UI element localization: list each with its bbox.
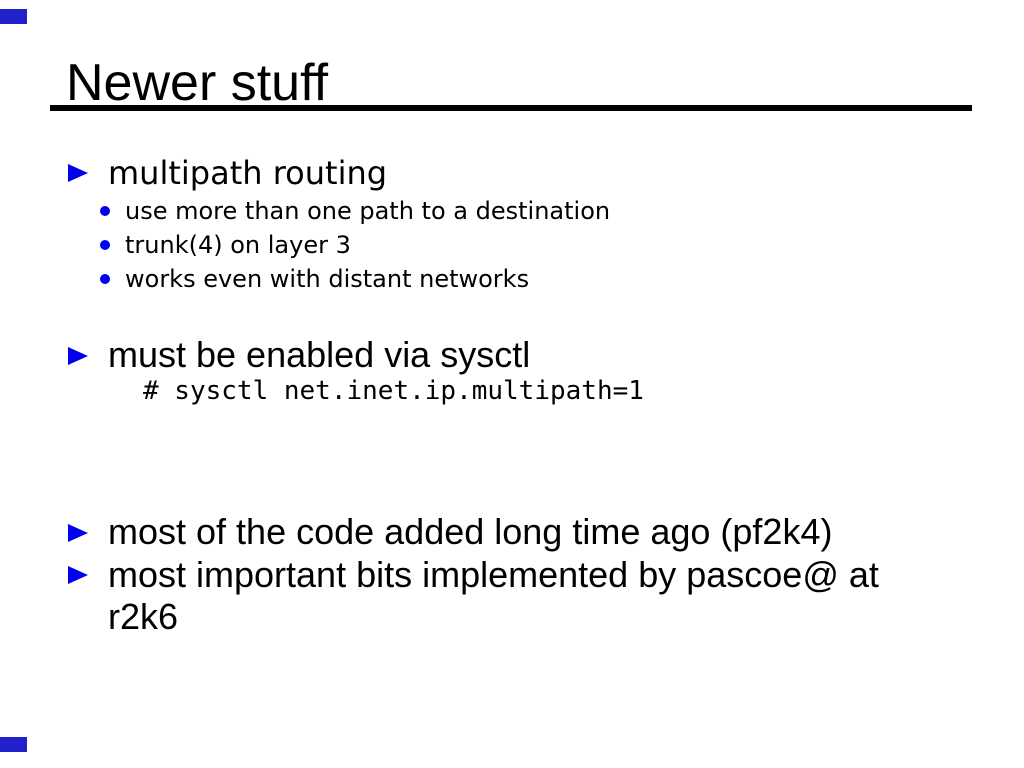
corner-mark-top <box>0 9 27 24</box>
bullet-item-credits: most important bits implemented by pasco… <box>68 554 938 638</box>
bullet-item-code-history: most of the code added long time ago (pf… <box>68 512 832 552</box>
circle-bullet-icon <box>100 206 110 216</box>
sub-bullet-label: works even with distant networks <box>125 265 530 293</box>
corner-mark-bottom <box>0 737 27 752</box>
triangle-bullet-icon <box>68 524 88 542</box>
slide-title: Newer stuff <box>66 54 329 112</box>
circle-bullet-icon <box>100 240 110 250</box>
title-underline <box>50 105 972 111</box>
bullet-label: must be enabled via sysctl <box>108 334 531 375</box>
sub-bullet-label: trunk(4) on layer 3 <box>125 231 351 259</box>
bullet-item-sysctl: must be enabled via sysctl <box>68 335 530 375</box>
circle-bullet-icon <box>100 274 110 284</box>
triangle-bullet-icon <box>68 164 88 182</box>
bullet-label: most important bits implemented by pasco… <box>108 554 879 637</box>
sub-bullet-item: works even with distant networks <box>100 262 529 296</box>
triangle-bullet-icon <box>68 566 88 584</box>
sub-bullet-label: use more than one path to a destination <box>125 197 611 225</box>
bullet-item-multipath: multipath routing <box>68 153 387 193</box>
sysctl-command-code: # sysctl net.inet.ip.multipath=1 <box>143 376 644 406</box>
sub-bullet-item: trunk(4) on layer 3 <box>100 228 351 262</box>
triangle-bullet-icon <box>68 347 88 365</box>
sub-bullet-item: use more than one path to a destination <box>100 194 610 228</box>
bullet-label: multipath routing <box>108 154 388 192</box>
bullet-label: most of the code added long time ago (pf… <box>108 511 833 552</box>
